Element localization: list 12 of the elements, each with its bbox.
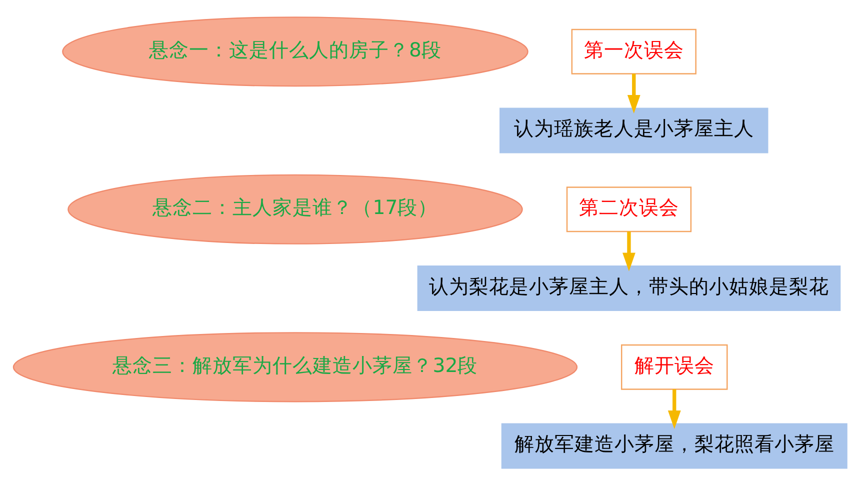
node-ellipse: 悬念一：这是什么人的房子？8段 — [62, 16, 528, 86]
arrow — [627, 73, 640, 113]
node-ellipse: 悬念二：主人家是谁？（17段） — [68, 174, 523, 244]
arrow — [622, 231, 636, 271]
node-box: 解开误会 — [621, 344, 728, 390]
arrow — [668, 388, 681, 428]
node-box: 认为梨花是小茅屋主人，带头的小姑娘是梨花 — [417, 265, 841, 310]
node-ellipse: 悬念三：解放军为什么建造小茅屋？32段 — [12, 332, 578, 402]
node-box: 认为瑶族老人是小茅屋主人 — [500, 107, 768, 153]
node-box: 第二次误会 — [566, 186, 692, 232]
node-box: 第一次误会 — [571, 28, 696, 74]
node-box: 解放军建造小茅屋，梨花照看小茅屋 — [501, 422, 848, 468]
